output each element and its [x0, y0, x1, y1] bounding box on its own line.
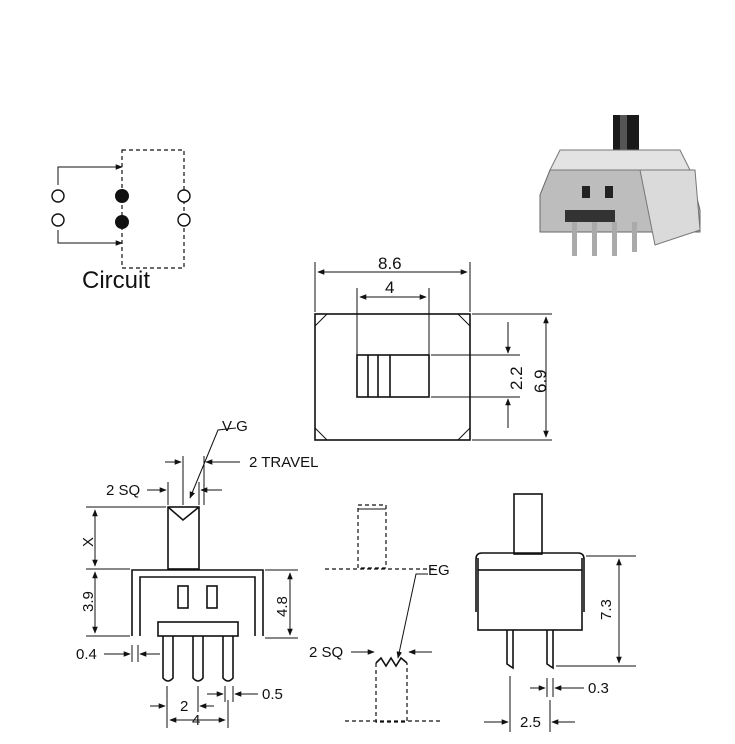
- top-width-label: 8.6: [378, 254, 402, 273]
- side-pin-left: [506, 630, 514, 670]
- eg-pin-outline: [375, 663, 408, 723]
- top-view: 8.6 4 2.2 6.9: [314, 254, 552, 441]
- top-travel-height-label: 2.2: [507, 366, 526, 390]
- pin-width-label: 0.4: [76, 646, 97, 663]
- eg-sq-label: 2 SQ: [309, 644, 343, 661]
- pin-span-label: 4: [192, 712, 200, 729]
- front-window-left: [177, 585, 189, 609]
- circuit-terminal-bottom-right: [177, 213, 191, 227]
- circuit-common-top: [115, 189, 129, 203]
- eg-label: EG: [428, 562, 450, 579]
- top-actuator-width-label: 4: [385, 278, 394, 297]
- body-height-label: 3.9: [80, 591, 97, 612]
- front-pin-right: [222, 636, 234, 682]
- front-pin-left: [162, 636, 174, 682]
- top-view-actuator: [356, 354, 430, 398]
- pin-spacing-label: 2.5: [520, 714, 541, 731]
- front-window-right: [206, 585, 218, 609]
- circuit-upper-trace: [57, 164, 123, 185]
- circuit-dashed-frame: [121, 149, 185, 269]
- eg-detail-view: EG 2 SQ: [309, 504, 450, 723]
- front-view: V G 2 TRAVEL 2 SQ X 3.9 4.8 0.4: [76, 418, 318, 729]
- circuit-label: Circuit: [82, 267, 150, 294]
- pin-thickness-label: 0.3: [588, 680, 609, 697]
- pin-offset-label: 0.5: [262, 686, 283, 703]
- circuit-common-bottom: [115, 215, 129, 229]
- vg-label: V G: [222, 418, 248, 435]
- front-pin-mid: [192, 636, 204, 682]
- product-photo: [539, 115, 701, 256]
- circuit-lower-trace: [57, 230, 123, 246]
- front-sq-label: 2 SQ: [106, 482, 140, 499]
- circuit-terminal-top-left: [51, 189, 65, 203]
- height-total-label: 4.8: [274, 596, 291, 617]
- side-actuator: [513, 493, 543, 555]
- front-actuator: [167, 506, 200, 570]
- circuit-terminal-bottom-left: [51, 213, 65, 227]
- x-label: X: [80, 537, 97, 547]
- front-body: [131, 569, 264, 636]
- circuit-terminal-top-right: [177, 189, 191, 203]
- circuit-diagram: Circuit: [51, 149, 191, 294]
- top-view-body: [314, 313, 471, 441]
- travel-label: 2 TRAVEL: [249, 454, 318, 471]
- pin-pitch-label: 2: [180, 698, 188, 715]
- top-height-label: 6.9: [531, 369, 550, 393]
- side-body: [475, 552, 585, 612]
- side-pin-right: [546, 630, 554, 670]
- side-view: 7.3 0.3 2.5: [475, 493, 636, 732]
- side-height-label: 7.3: [598, 599, 615, 620]
- eg-actuator-dashed: [357, 504, 387, 569]
